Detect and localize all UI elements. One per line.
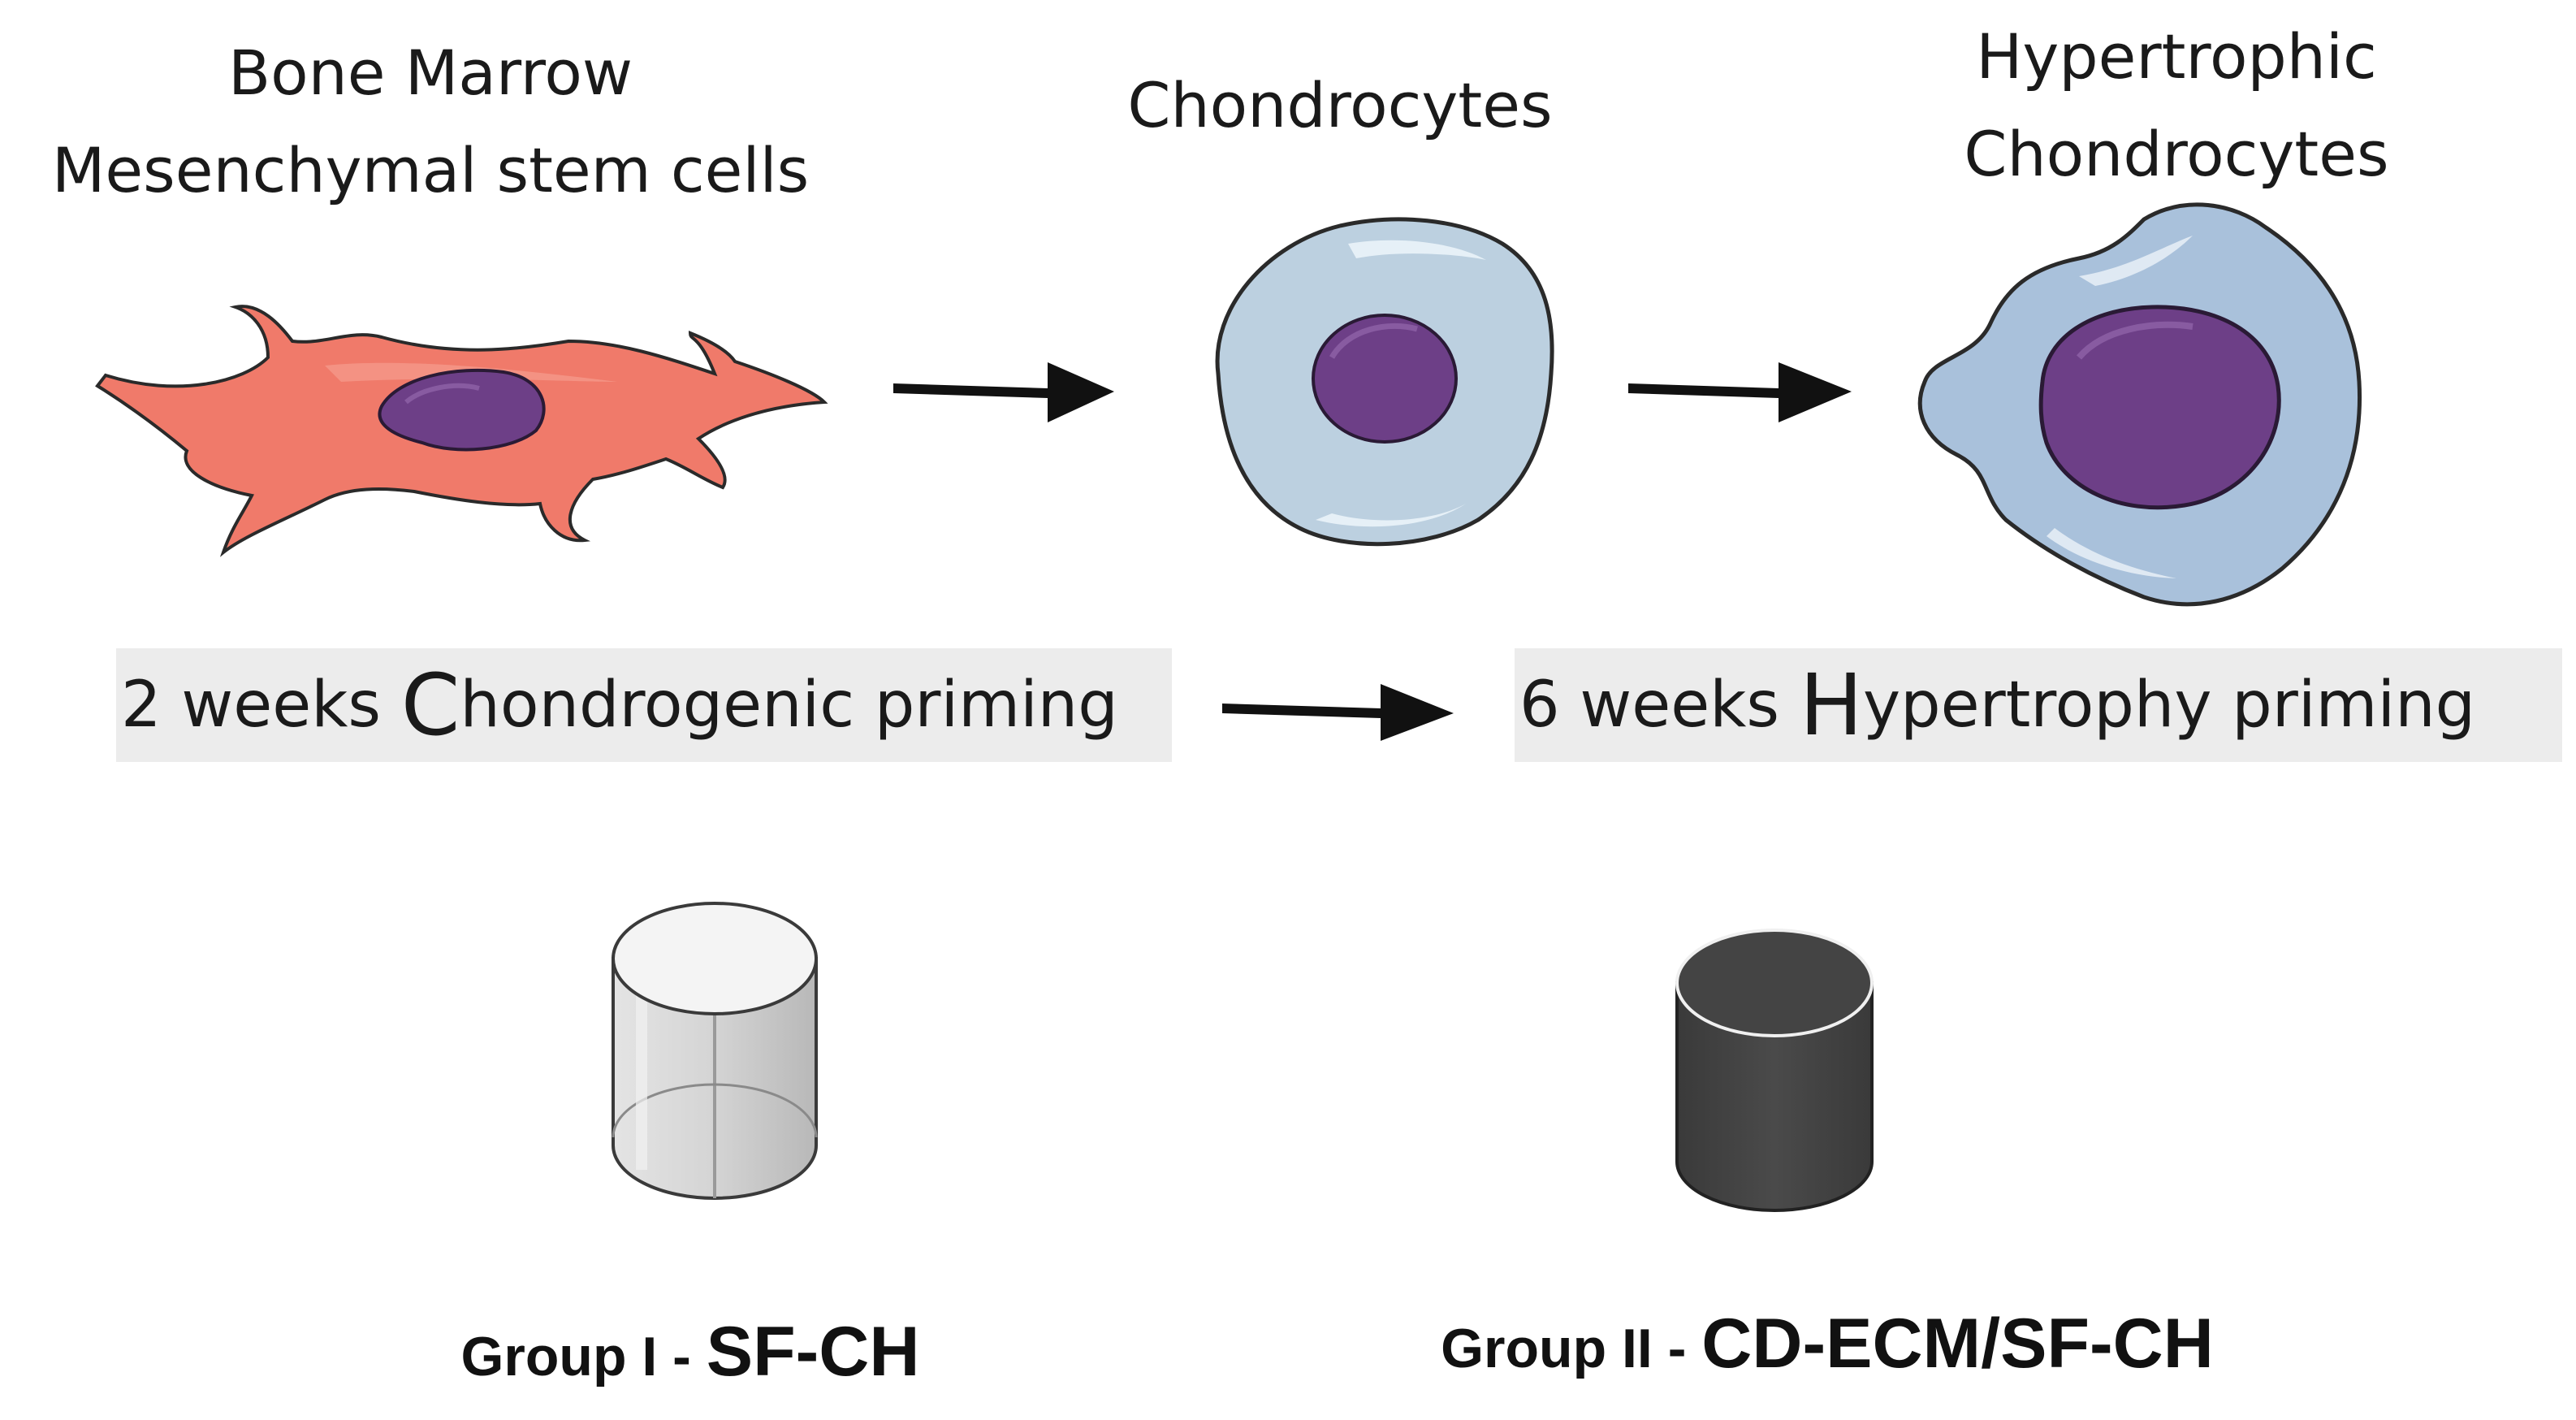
- group-2-name: CD-ECM/SF-CH: [1701, 1305, 2214, 1383]
- scaffold-light-icon: [612, 902, 818, 1200]
- hypertrophic-title-line-1: Hypertrophic: [1976, 20, 2377, 93]
- chondrogenic-priming-initial: C: [400, 656, 460, 755]
- group-2-label: Group II - CD-ECM/SF-CH: [1364, 1304, 2290, 1384]
- msc-title: Bone Marrow Mesenchymal stem cells: [24, 24, 836, 219]
- hypertrophic-title: Hypertrophic Chondrocytes: [1868, 8, 2485, 203]
- chondrogenic-priming-pre: 2 weeks: [121, 669, 401, 742]
- chondrocyte-cell-icon: [1215, 217, 1554, 547]
- msc-cell-icon: [95, 305, 828, 557]
- hypertrophic-title-line-2: Chondrocytes: [1964, 118, 2389, 190]
- chondrogenic-priming-rest: hondrogenic priming: [460, 669, 1118, 742]
- hypertrophy-priming-initial: H: [1799, 656, 1863, 755]
- group-2-prefix: Group II -: [1441, 1318, 1702, 1379]
- group-1-label: Group I - SF-CH: [244, 1312, 1137, 1392]
- chondrocytes-title: Chondrocytes: [1056, 57, 1624, 154]
- group-1-name: SF-CH: [706, 1313, 920, 1391]
- arrow-right-icon: [1628, 362, 1852, 422]
- arrow-right-icon: [893, 362, 1114, 422]
- group-1-prefix: Group I -: [460, 1326, 707, 1388]
- hypertrophy-priming-pre: 6 weeks: [1519, 669, 1800, 742]
- scaffold-dark-icon: [1675, 929, 1874, 1212]
- hypertrophy-priming-rest: ypertrophy priming: [1863, 669, 2476, 742]
- hypertrophic-chondrocyte-icon: [1917, 202, 2362, 607]
- msc-title-line-2: Mesenchymal stem cells: [51, 134, 810, 206]
- chondrocytes-title-line-1: Chondrocytes: [1127, 69, 1553, 141]
- msc-title-line-1: Bone Marrow: [227, 37, 633, 109]
- arrow-right-icon: [1222, 684, 1454, 741]
